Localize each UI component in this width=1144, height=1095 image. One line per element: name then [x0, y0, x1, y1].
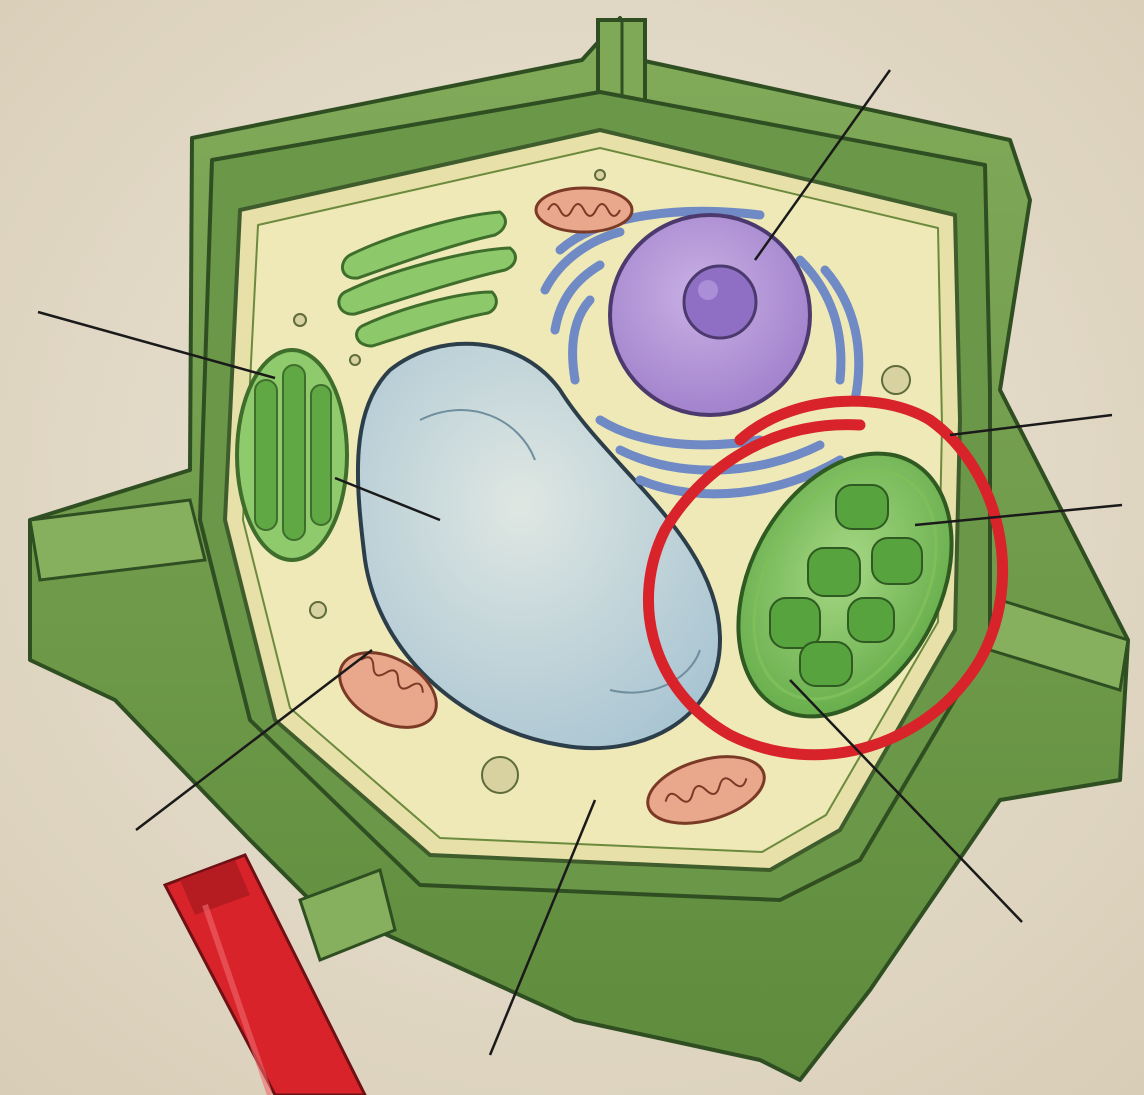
nucleus — [610, 215, 810, 415]
nucleolus — [684, 266, 756, 338]
mitochondrion-top — [536, 188, 632, 232]
chloroplast-left — [237, 350, 347, 560]
